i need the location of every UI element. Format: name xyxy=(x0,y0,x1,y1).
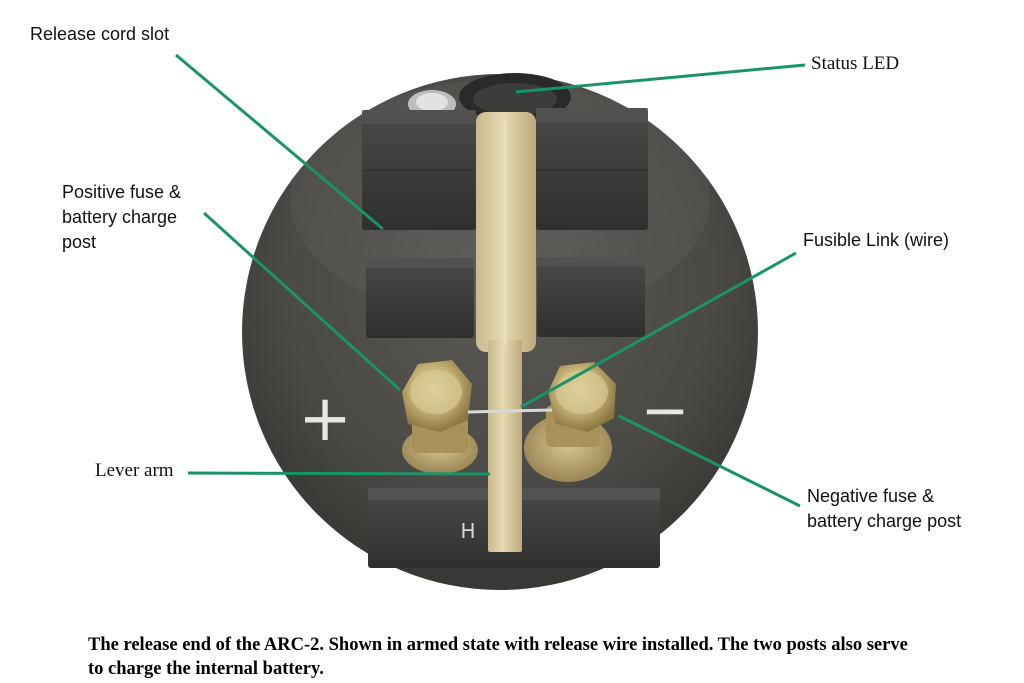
minus-marking: − xyxy=(641,376,690,444)
label-release-cord-slot: Release cord slot xyxy=(30,24,170,44)
plus-marking: + xyxy=(298,382,352,456)
positive-post xyxy=(402,360,478,474)
leader-line-fusible-link xyxy=(520,251,797,409)
label-status-led: Status LED xyxy=(811,53,900,74)
middle-right-block xyxy=(537,257,645,337)
leader-line-negative-post xyxy=(618,414,801,508)
leader-line-positive-post xyxy=(202,211,402,392)
label-lever-arm: Lever arm xyxy=(95,460,174,481)
label-positive-post: Positive fuse & battery charge post xyxy=(62,182,182,252)
label-fusible-link: Fusible Link (wire) xyxy=(803,230,950,250)
fusible-link-wire xyxy=(467,408,553,414)
upper-right-block xyxy=(536,108,648,230)
label-negative-post: Negative fuse & battery charge post xyxy=(807,486,962,531)
leader-line-lever-arm xyxy=(187,471,491,476)
leader-lines xyxy=(175,53,806,508)
letter-marking: H xyxy=(460,519,475,543)
lever-arm xyxy=(476,112,536,552)
upper-left-block xyxy=(362,110,476,230)
figure-caption: The release end of the ARC-2. Shown in a… xyxy=(88,635,908,679)
middle-left-block xyxy=(366,258,474,338)
leader-line-status-led xyxy=(515,63,806,94)
leader-line-release-cord-slot xyxy=(175,53,384,231)
